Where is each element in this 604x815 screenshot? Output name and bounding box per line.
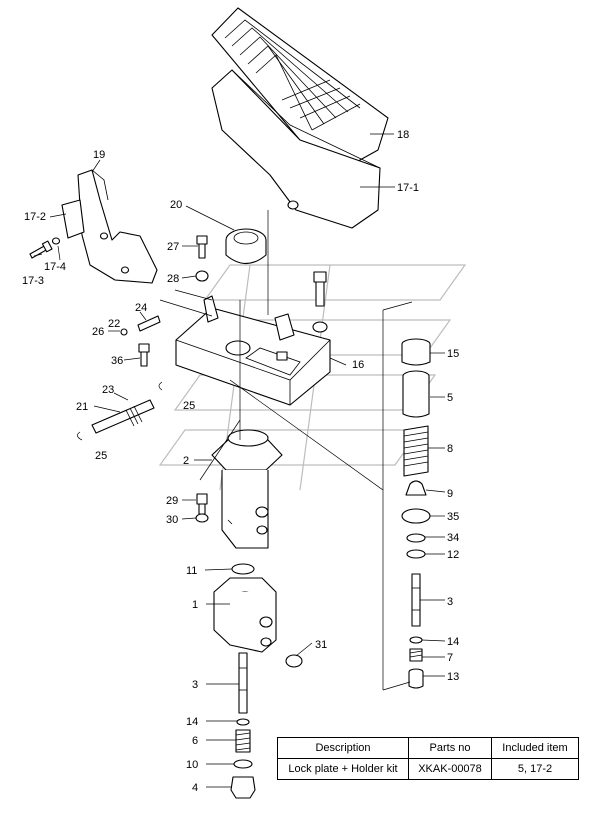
- pedal-plate: [211, 7, 389, 171]
- table-header-included-item: Included item: [491, 737, 579, 759]
- callout-30: 30: [166, 514, 178, 526]
- callout-3a: 3: [447, 596, 453, 608]
- callout-23: 23: [102, 384, 114, 396]
- callout-18: 18: [397, 129, 409, 141]
- callout-36: 36: [111, 355, 123, 367]
- washer-17-4: [51, 237, 61, 245]
- callout-35: 35: [447, 511, 459, 523]
- callout-27: 27: [167, 241, 179, 253]
- callout-9: 9: [447, 488, 453, 500]
- table-header-parts-no: Parts no: [408, 737, 492, 759]
- callout-6: 6: [192, 735, 198, 747]
- callout-21: 21: [76, 401, 88, 413]
- spool-lower: [238, 652, 248, 714]
- bolt-36: [138, 343, 150, 367]
- leader-lines: [33, 133, 446, 788]
- ring-14-upper: [409, 636, 423, 644]
- spring-8: [403, 425, 429, 477]
- bolt-17-3: [29, 240, 53, 259]
- callout-13: 13: [447, 671, 459, 683]
- nut-28: [195, 270, 209, 282]
- table-cell-parts-no: XKAK-00078: [408, 758, 492, 780]
- table-cell-included-item: 5, 17-2: [491, 758, 579, 780]
- spring-6: [235, 729, 251, 753]
- holder-bracket: [61, 169, 158, 284]
- callout-3b: 3: [192, 679, 198, 691]
- table-header-description: Description: [277, 737, 409, 759]
- table-cell-description: Lock plate + Holder kit: [277, 758, 409, 780]
- callout-26: 26: [92, 326, 104, 338]
- callout-19: 19: [93, 149, 105, 161]
- valve-body-upper: [211, 429, 283, 549]
- bushing-15: [401, 338, 431, 366]
- bolt-29: [196, 493, 208, 515]
- washer-30: [195, 513, 209, 523]
- parts-table: Description Parts no Included item Lock …: [277, 737, 579, 780]
- callout-17-3: 17-3: [22, 275, 44, 287]
- cap-9: [405, 480, 427, 496]
- callout-25a: 25: [183, 400, 195, 412]
- callout-15: 15: [447, 348, 459, 360]
- valve-body-lower: [213, 577, 277, 653]
- sleeve-5: [402, 370, 430, 418]
- callout-24: 24: [135, 302, 147, 314]
- callout-16: 16: [352, 359, 364, 371]
- callout-31: 31: [315, 639, 327, 651]
- callout-14b: 14: [186, 716, 198, 728]
- table-row: Lock plate + Holder kit XKAK-00078 5, 17…: [277, 758, 579, 780]
- cap-13: [408, 668, 424, 689]
- lock-plate: [175, 295, 331, 406]
- oring-11: [231, 563, 255, 575]
- ring-12: [406, 549, 426, 559]
- callout-17-4: 17-4: [44, 261, 66, 273]
- callout-7: 7: [447, 652, 453, 664]
- callout-8: 8: [447, 443, 453, 455]
- callout-1: 1: [192, 599, 198, 611]
- callout-22: 22: [108, 318, 120, 330]
- pin-24: [120, 315, 161, 336]
- callout-10: 10: [186, 759, 198, 771]
- ring-34: [406, 533, 426, 543]
- spring-7: [409, 648, 423, 662]
- callout-28: 28: [167, 273, 179, 285]
- callout-34: 34: [447, 532, 459, 544]
- callout-11: 11: [186, 565, 197, 577]
- plug-4: [230, 776, 256, 799]
- bolt-top: [312, 271, 328, 333]
- spool-upper: [411, 573, 421, 627]
- snap-ring-35: [401, 508, 431, 524]
- callout-2: 2: [183, 455, 189, 467]
- callout-14a: 14: [447, 636, 459, 648]
- pedal-body: [211, 69, 381, 229]
- pivot-shaft: [77, 381, 163, 441]
- callout-17-1: 17-1: [397, 182, 419, 194]
- callout-5: 5: [447, 392, 453, 404]
- plug-31: [285, 654, 303, 668]
- callout-12: 12: [447, 549, 459, 561]
- callout-25b: 25: [95, 450, 107, 462]
- rubber-boot: [225, 228, 267, 265]
- bolt-27: [196, 235, 208, 259]
- callout-29: 29: [166, 495, 178, 507]
- callout-20: 20: [170, 199, 182, 211]
- oring-10: [233, 759, 253, 769]
- callout-17-2: 17-2: [24, 211, 46, 223]
- table-header-row: Description Parts no Included item: [277, 737, 579, 759]
- ring-14-lower: [236, 718, 250, 726]
- callout-4: 4: [192, 782, 198, 794]
